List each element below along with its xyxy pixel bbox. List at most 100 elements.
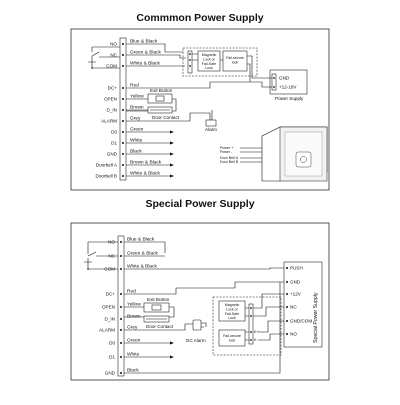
terminal-screw [120,318,122,320]
common-terminal-label: NO [110,42,117,47]
terminal-screw [122,120,124,122]
special-relay-switch [84,241,118,270]
common-wire-label: Blue & Black [130,39,158,45]
common-wire-label: White & Black [130,61,160,67]
lock-text: lock [232,61,239,65]
terminal-screw [122,98,124,100]
common-wire-label: Grey [130,116,141,122]
terminal-screw [120,241,122,243]
terminal-screw [120,306,122,308]
terminal-screw [122,153,124,155]
special-wire-label: Grey [127,325,138,331]
terminal-screw [120,268,122,270]
special-psu-terminal: GND [290,280,301,285]
special-terminal-label: ALARM [99,328,115,333]
common-wire-label: White & Black [130,171,160,177]
terminal-screw [286,281,288,283]
terminal-screw [122,142,124,144]
special-wire-label: Green & Black [127,251,159,257]
arrow-icon [170,341,174,345]
special-psu-terminal: NC [290,305,297,310]
special-panel [70,222,330,381]
common-wire-label: Brown [130,105,144,111]
arrow-icon [170,141,174,145]
special-psu-terminal: PUSH [290,266,303,271]
common-relay-switch [88,46,120,69]
lock-text: Fail-Safe [225,312,239,316]
arrow-icon [170,130,174,134]
lock-text: lock [229,339,236,343]
svg-text:K-: K- [254,338,258,342]
terminal-screw [122,109,124,111]
common-wire-label: White [130,138,143,144]
special-wire-label: White & Black [127,264,157,270]
common-terminal-label: GND [107,152,118,157]
special-psu-label: Special Power Supply [313,292,319,343]
special-terminal-label: D_IN [105,317,115,322]
common-alarm: Alarm [126,110,217,132]
common-doorbell: Power + Power - Door Bell A Door Bell B [220,126,328,182]
svg-text:Exit Button: Exit Button [147,297,170,302]
special-terminal-label: GND [105,371,116,376]
lock-text: Fail-secure [226,56,244,60]
common-wire-label: Green [130,127,144,133]
terminal-screw [122,164,124,166]
bell-door-a: Door Bell A [220,156,239,160]
bell-power-plus: Power + [220,146,233,150]
arrow-icon [170,174,174,178]
svg-text:Alarm: Alarm [205,127,217,132]
arrow-icon [170,163,174,167]
special-wire-label: White [127,352,140,358]
lock-text: Lock [228,316,236,320]
common-nc-wire [126,54,186,59]
common-wire-label: Red [130,83,139,89]
common-psu-vplus: +12-18V [279,85,297,90]
terminal-screw [286,306,288,308]
special-door-contact: Door Contact [143,315,174,329]
common-terminal-label: NC [110,53,117,58]
common-title: Commmon Power Supply [136,12,263,24]
special-wire-label: Brown [127,314,141,320]
common-psu-gnd: GND [279,76,290,81]
terminal-screw [122,87,124,89]
special-terminal-label: DC+ [106,292,116,297]
special-psu-terminal: +12V [290,292,302,297]
svg-text:Door Contact: Door Contact [152,115,180,120]
terminal-screw [122,43,124,45]
special-gnd-wire [124,282,281,374]
common-psu-v-wire [250,81,272,88]
bell-power-minus: Power - [220,150,233,154]
common-wire-label: Yellow [130,94,144,100]
special-psu-terminal: NO [290,332,297,337]
lock-text: Lock or [226,307,239,311]
terminal-screw [122,131,124,133]
svg-text:K+: K+ [254,330,259,334]
special-alarm: DC Alarm [124,319,207,343]
lock-text: Fail-secure [223,334,241,338]
lock-text: Magnetic [202,53,217,57]
special-wire-label: Red [127,289,136,295]
svg-text:DC Alarm: DC Alarm [186,338,206,343]
lock-text: Lock [205,66,213,70]
common-no-wire [126,43,183,53]
common-wire-label: Brown & Black [130,160,162,166]
common-terminal-label: ALARM [101,119,117,124]
common-dc-wire [126,81,250,89]
arrow-icon [170,355,174,359]
special-wire-label: Blue & Black [127,237,155,243]
terminal-screw [286,320,288,322]
terminal-screw [286,293,288,295]
common-terminal-label: Doorbell B [96,174,117,179]
svg-text:Door Contact: Door Contact [146,324,174,329]
special-terminal-label: OPEN [102,305,115,310]
common-terminal-label: D0 [111,130,117,135]
arrow-icon [170,152,174,156]
lock-text: Magnetic [225,303,240,307]
special-arrows [170,341,174,359]
terminal-screw [120,293,122,295]
common-terminal-label: D1 [111,141,117,146]
